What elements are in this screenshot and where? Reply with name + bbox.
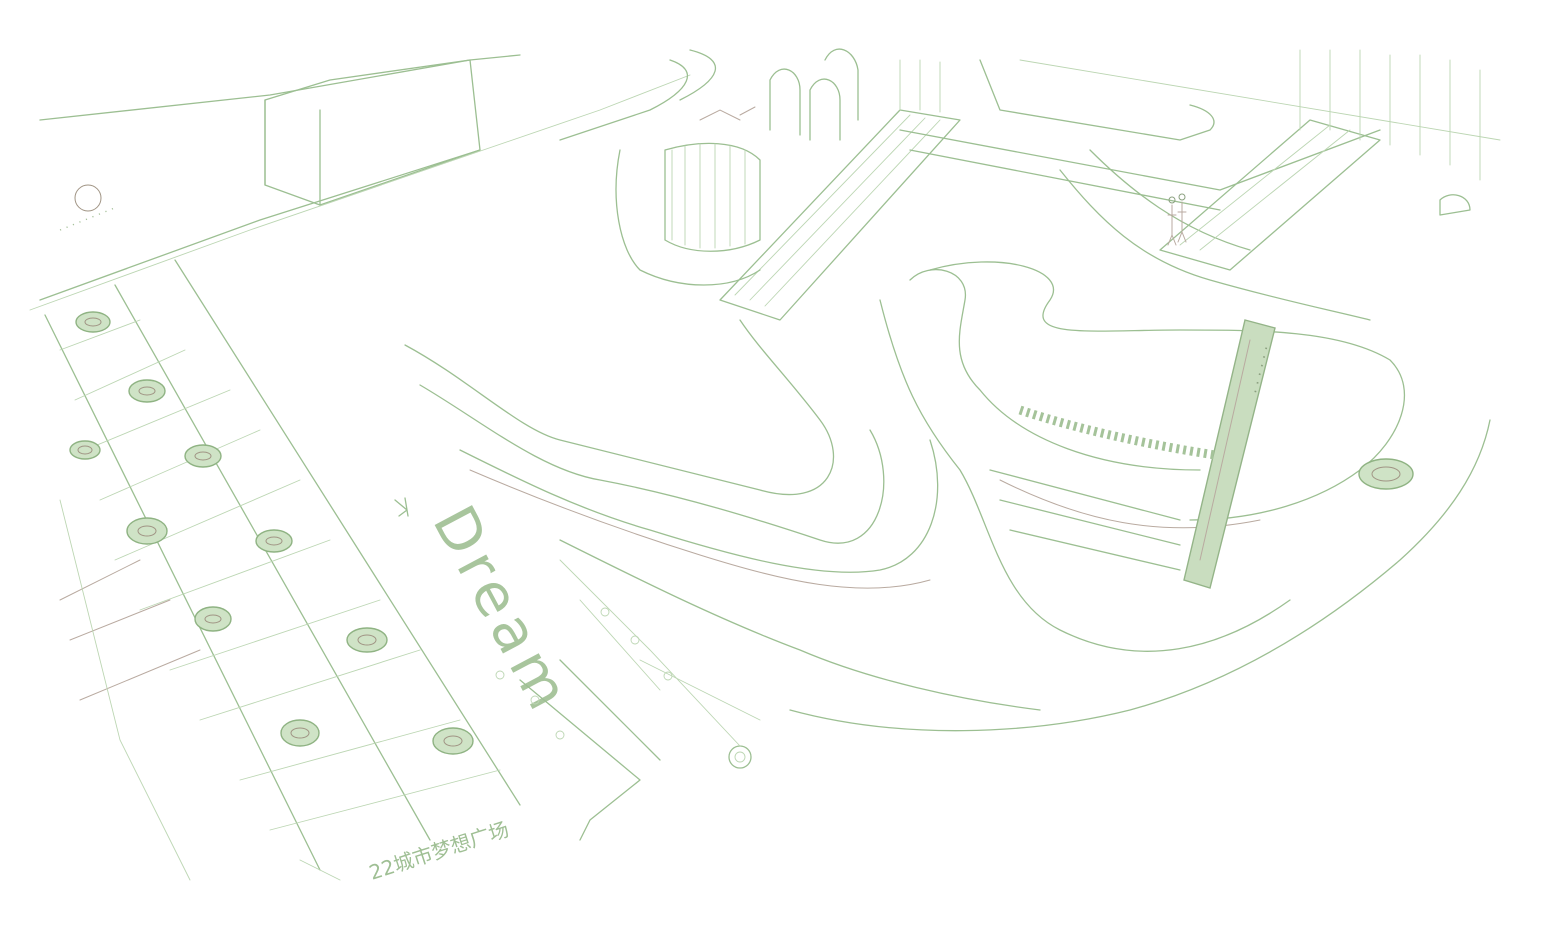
ground-sign-text: Dream bbox=[420, 495, 586, 726]
tree-icon bbox=[69, 440, 101, 460]
ground-sign: Dream 22城市梦想广场 bbox=[366, 495, 585, 885]
tree-icon bbox=[280, 719, 320, 747]
tree-icon bbox=[255, 529, 293, 553]
signage-tower: · · · · · · bbox=[1183, 319, 1276, 589]
person-icon bbox=[1167, 193, 1187, 246]
curb-lines bbox=[59, 499, 661, 881]
building: · · · · · · · · · bbox=[29, 54, 691, 311]
round-planter bbox=[1358, 458, 1414, 490]
logo-emblem-icon bbox=[74, 184, 102, 212]
tree-pits bbox=[69, 311, 474, 755]
ground-sign-small-text: 22城市梦想广场 bbox=[366, 817, 512, 885]
svg-text:· · · · · · · · ·: · · · · · · · · · bbox=[57, 202, 117, 236]
ground-markers bbox=[495, 559, 752, 769]
pavilion bbox=[559, 48, 859, 286]
planter-wall bbox=[1018, 405, 1216, 460]
tree-icon bbox=[126, 517, 168, 545]
plaza-curves bbox=[404, 149, 1491, 732]
tree-strip bbox=[44, 259, 521, 871]
tree-icon bbox=[194, 606, 232, 632]
tree-icon bbox=[432, 727, 474, 755]
tree-icon bbox=[75, 311, 111, 333]
background-fence bbox=[899, 49, 1501, 216]
tree-icon bbox=[346, 627, 388, 653]
boardwalk bbox=[719, 109, 1381, 321]
tree-icon bbox=[128, 379, 166, 403]
tree-icon bbox=[184, 444, 222, 468]
